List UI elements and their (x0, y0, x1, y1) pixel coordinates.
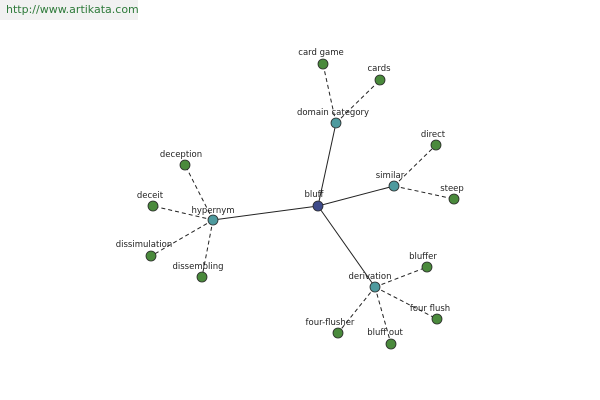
edge-hypernym-to-deceit (152, 205, 214, 221)
label-derivation[interactable]: derivation (348, 272, 391, 282)
label-four-flush[interactable]: four flush (410, 304, 450, 314)
node-card-game[interactable] (317, 58, 329, 70)
node-deception[interactable] (179, 159, 191, 171)
label-dissembling[interactable]: dissembling (172, 262, 223, 272)
node-four-flusher[interactable] (332, 327, 344, 339)
label-four-flusher[interactable]: four-flusher (306, 318, 355, 328)
node-four-flush[interactable] (431, 313, 443, 325)
edge-domain-category-to-card-game (322, 63, 337, 124)
label-cards[interactable]: cards (367, 64, 391, 74)
edge-hypernym-to-dissembling (201, 219, 214, 278)
label-direct[interactable]: direct (421, 130, 446, 140)
label-bluff-out[interactable]: bluff out (367, 328, 403, 338)
edge-hypernym-to-dissimulation (150, 219, 214, 257)
label-deceit[interactable]: deceit (137, 191, 164, 201)
edge-bluff-to-similar (317, 185, 395, 207)
edge-similar-to-direct (393, 144, 437, 187)
edge-bluff-to-domain-category (317, 122, 337, 207)
node-derivation[interactable] (369, 281, 381, 293)
label-hypernym[interactable]: hypernym (191, 206, 234, 216)
edge-derivation-to-four-flush (374, 286, 438, 320)
node-dissembling[interactable] (196, 271, 208, 283)
label-bluffer[interactable]: bluffer (409, 252, 437, 262)
edge-hypernym-to-deception (184, 164, 214, 221)
node-bluff-out[interactable] (385, 338, 397, 350)
edge-bluff-to-derivation (317, 205, 376, 288)
node-deceit[interactable] (147, 200, 159, 212)
label-steep[interactable]: steep (440, 184, 464, 194)
label-bluff[interactable]: bluff (304, 190, 324, 200)
node-dissimulation[interactable] (145, 250, 157, 262)
edge-derivation-to-bluff-out (374, 286, 392, 345)
node-bluff[interactable] (312, 200, 324, 212)
edge-derivation-to-bluffer (374, 266, 428, 288)
node-steep[interactable] (448, 193, 460, 205)
node-direct[interactable] (430, 139, 442, 151)
edge-bluff-to-hypernym (212, 205, 319, 221)
node-bluffer[interactable] (421, 261, 433, 273)
edge-derivation-to-four-flusher (337, 286, 376, 334)
edge-similar-to-steep (393, 185, 455, 200)
label-dissimulation[interactable]: dissimulation (116, 240, 173, 250)
node-hypernym[interactable] (207, 214, 219, 226)
edges-layer (150, 63, 455, 345)
label-deception[interactable]: deception (160, 150, 202, 160)
label-card-game[interactable]: card game (298, 48, 343, 58)
labels-layer: bluff domain category similar hypernym deriv… (116, 48, 464, 338)
node-similar[interactable] (388, 180, 400, 192)
nodes-layer (145, 58, 460, 350)
node-cards[interactable] (374, 74, 386, 86)
node-domain-category[interactable] (330, 117, 342, 129)
label-similar[interactable]: similar (376, 171, 405, 181)
label-domain-category[interactable]: domain category (297, 108, 369, 118)
edge-domain-category-to-cards (335, 79, 381, 124)
source-url[interactable]: http://www.artikata.com (0, 0, 139, 20)
